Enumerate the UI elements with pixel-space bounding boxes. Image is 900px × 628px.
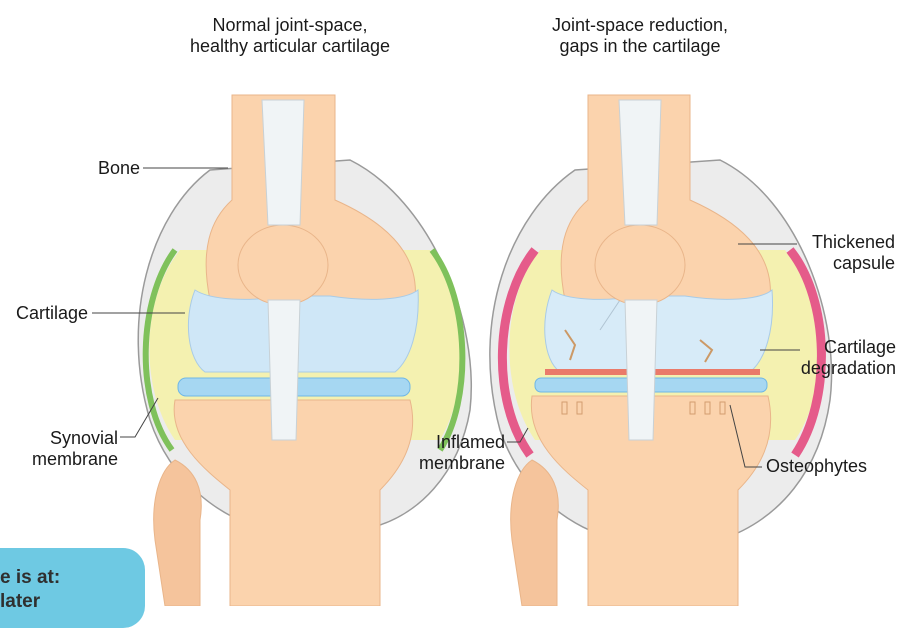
healthy-patellar-tendon — [262, 100, 304, 225]
thickened-label-line2: capsule — [790, 253, 895, 274]
osteophyte — [720, 402, 725, 414]
healthy-title: Normal joint-space, healthy articular ca… — [170, 15, 410, 57]
thickened-label-line1: Thickened — [790, 232, 895, 253]
oa-title: Joint-space reduction, gaps in the carti… — [520, 15, 760, 57]
bone-label: Bone — [60, 158, 140, 179]
oa-fibula — [511, 460, 559, 606]
healthy-title-line1: Normal joint-space, — [170, 15, 410, 36]
cartilage-degradation-label: Cartilage degradation — [793, 337, 896, 379]
cartilage-label: Cartilage — [0, 303, 88, 324]
healthy-femur-cartilage — [188, 290, 418, 372]
osteophyte — [705, 402, 710, 414]
info-badge-line1: e is at: — [0, 566, 60, 590]
synovial-membrane-label: Synovial membrane — [15, 428, 118, 470]
synovial-label-line1: Synovial — [15, 428, 118, 449]
inflamed-label-line1: Inflamed — [405, 432, 505, 453]
oa-patellar-ligament — [625, 300, 657, 440]
healthy-fibula — [154, 460, 202, 606]
osteoarthritic-knee — [490, 95, 832, 606]
osteophyte — [562, 402, 567, 414]
degradation-label-line1: Cartilage — [793, 337, 896, 358]
oa-patella — [595, 225, 685, 305]
degradation-label-line2: degradation — [793, 358, 896, 379]
degraded-cartilage — [545, 290, 773, 372]
healthy-title-line2: healthy articular cartilage — [170, 36, 410, 57]
synovial-label-line2: membrane — [15, 449, 118, 470]
osteophytes-label: Osteophytes — [766, 456, 876, 477]
inflamed-label-line2: membrane — [405, 453, 505, 474]
oa-title-line1: Joint-space reduction, — [520, 15, 760, 36]
oa-title-line2: gaps in the cartilage — [520, 36, 760, 57]
inflamed-membrane-label: Inflamed membrane — [405, 432, 505, 474]
oa-patellar-tendon — [619, 100, 661, 225]
knee-illustration — [0, 0, 900, 606]
healthy-patella — [238, 225, 328, 305]
osteophyte — [690, 402, 695, 414]
osteophyte — [577, 402, 582, 414]
info-badge-line2: later — [0, 590, 40, 614]
healthy-patellar-ligament — [268, 300, 300, 440]
thickened-capsule-label: Thickened capsule — [790, 232, 895, 274]
healthy-knee — [92, 95, 471, 606]
